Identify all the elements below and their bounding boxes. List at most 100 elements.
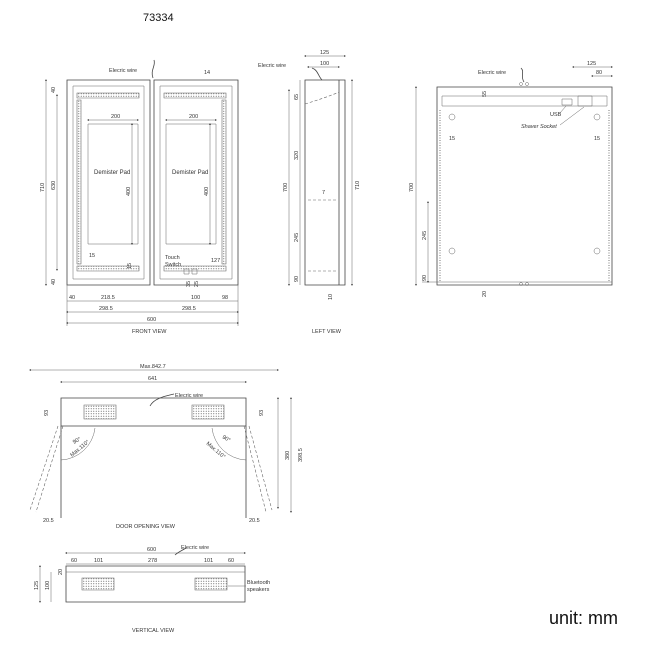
- bt-speaker-right: [195, 578, 227, 590]
- dim-pad-width-right: 200: [189, 114, 198, 120]
- dim-left-320: 320: [294, 151, 300, 160]
- dim-back-80: 80: [596, 70, 602, 76]
- left-door-inner: [73, 86, 144, 279]
- cabinet-top: [61, 398, 246, 426]
- speaker-grille-left: [84, 405, 116, 419]
- dim-vert-600: 600: [147, 547, 156, 553]
- dim-vert-101-left: 101: [94, 558, 103, 564]
- dim-vert-20: 20: [58, 569, 64, 575]
- usb-port: [562, 99, 572, 105]
- wire-label-front: Elecric wire: [109, 68, 137, 74]
- dim-vert-60-left: 60: [71, 558, 77, 564]
- dim-frame-gap: 14: [204, 70, 210, 76]
- led-strip-bottom-right: [164, 266, 226, 271]
- led-strip-bottom-left: [77, 266, 139, 271]
- right-door-outline: [154, 80, 238, 285]
- left-view-caption: LEFT VIEW: [312, 329, 342, 335]
- left-door-outline: [67, 80, 150, 285]
- dim-left-65: 65: [294, 94, 300, 100]
- dim-380: 380: [285, 451, 291, 460]
- dim-35: 35: [186, 281, 192, 287]
- back-view-body: [437, 87, 612, 285]
- dim-bottom-98: 98: [222, 295, 228, 301]
- dim-height-total: 710: [40, 183, 46, 192]
- dim-vert-100: 100: [45, 581, 51, 590]
- dim-vert-60-right: 60: [228, 558, 234, 564]
- dim-pad-width-left: 200: [111, 114, 120, 120]
- angle-110-right: Max.110°: [205, 441, 226, 460]
- door-view-caption: DOOR OPENING VIEW: [116, 524, 176, 530]
- right-door-inner: [160, 86, 232, 279]
- dim-left-700: 700: [283, 183, 289, 192]
- demister-pad-left: [88, 124, 138, 244]
- led-strip-top-right: [164, 93, 226, 98]
- back-view-top-rail: [442, 96, 607, 106]
- dim-15b: 15: [127, 263, 133, 269]
- angle-90-right: 90°: [221, 435, 231, 444]
- angle-90-left: 90°: [72, 436, 82, 445]
- dim-overall-width: 600: [147, 317, 156, 323]
- dim-back-15-left: 15: [449, 136, 455, 142]
- demister-label-right: Demister Pad: [172, 170, 208, 176]
- dim-left-125: 125: [320, 50, 329, 56]
- wire-vert: [175, 548, 186, 555]
- dim-15a: 15: [89, 253, 95, 259]
- wire-back: [521, 68, 524, 82]
- dim-half-left: 298.5: [99, 306, 113, 312]
- wire-label-vert: Elecric wire: [181, 545, 209, 551]
- shaver-socket-label: Shaver Socket: [521, 124, 557, 130]
- dim-back-55: 55: [482, 91, 488, 97]
- dim-93-right: 93: [259, 410, 265, 416]
- dim-height-inner: 630: [51, 181, 57, 190]
- dim-vert-101-right: 101: [204, 558, 213, 564]
- touch-switch-line2: Switch: [165, 262, 181, 268]
- dim-pad-height-left: 400: [126, 187, 132, 196]
- back-view: Elecric wire 125 80 55 USB Shaver Socket…: [409, 61, 613, 297]
- wire-front: [152, 60, 154, 78]
- dim-back-90: 90: [422, 275, 428, 281]
- max-width-dim: Max.842.7: [140, 364, 166, 370]
- unit-note: unit: mm: [549, 608, 618, 628]
- dim-left-100: 100: [320, 61, 329, 67]
- dim-back-245: 245: [422, 231, 428, 240]
- dim-3985: 398.5: [298, 448, 304, 462]
- wire-label-back: Elecric wire: [478, 70, 506, 76]
- dim-pad-height-right: 400: [204, 187, 210, 196]
- dim-top-margin: 40: [51, 87, 57, 93]
- dim-half-right: 298.5: [182, 306, 196, 312]
- led-strip-top-left: [77, 93, 139, 98]
- dim-back-125: 125: [587, 61, 596, 67]
- dim-93-left: 93: [44, 410, 50, 416]
- dim-25: 25: [194, 281, 200, 287]
- dim-641: 641: [148, 376, 157, 382]
- wire-label-door: Elecric wire: [175, 393, 203, 399]
- dim-back-700: 700: [409, 183, 415, 192]
- dim-back-20: 20: [482, 291, 488, 297]
- left-view: Elecric wire 125 100 65 320 7 245 90 700…: [258, 50, 361, 335]
- model-number: 73334: [143, 12, 174, 24]
- door-opening-view: Max.842.7 641 Elecric wire 93 93 90° Max…: [29, 364, 304, 530]
- vertical-view-caption: VERTICAL VIEW: [132, 628, 175, 634]
- dim-left-710: 710: [355, 181, 361, 190]
- dim-127: 127: [211, 258, 220, 264]
- shaver-socket: [578, 96, 592, 106]
- left-view-curve: [305, 92, 339, 104]
- dim-bottom-2185: 218.5: [101, 295, 115, 301]
- front-view: Demister Pad Demister Pad 200 200 400 40…: [40, 0, 239, 335]
- led-strip-side-left: [77, 100, 81, 264]
- vertical-view-body: [66, 566, 245, 602]
- dim-205-left: 20.5: [43, 518, 54, 524]
- demister-label-left: Demister Pad: [94, 170, 130, 176]
- speaker-grille-right: [192, 405, 224, 419]
- dim-vert-278: 278: [148, 558, 157, 564]
- dim-left-245: 245: [294, 233, 300, 242]
- led-strip-side-right: [222, 100, 226, 264]
- bt-speaker-left: [82, 578, 114, 590]
- wire-left: [312, 68, 322, 80]
- bluetooth-label-2: speakers: [247, 587, 270, 593]
- demister-pad-right: [166, 124, 216, 244]
- dim-left-90: 90: [294, 276, 300, 282]
- dim-left-7: 7: [322, 190, 325, 196]
- front-view-caption: FRONT VIEW: [132, 329, 167, 335]
